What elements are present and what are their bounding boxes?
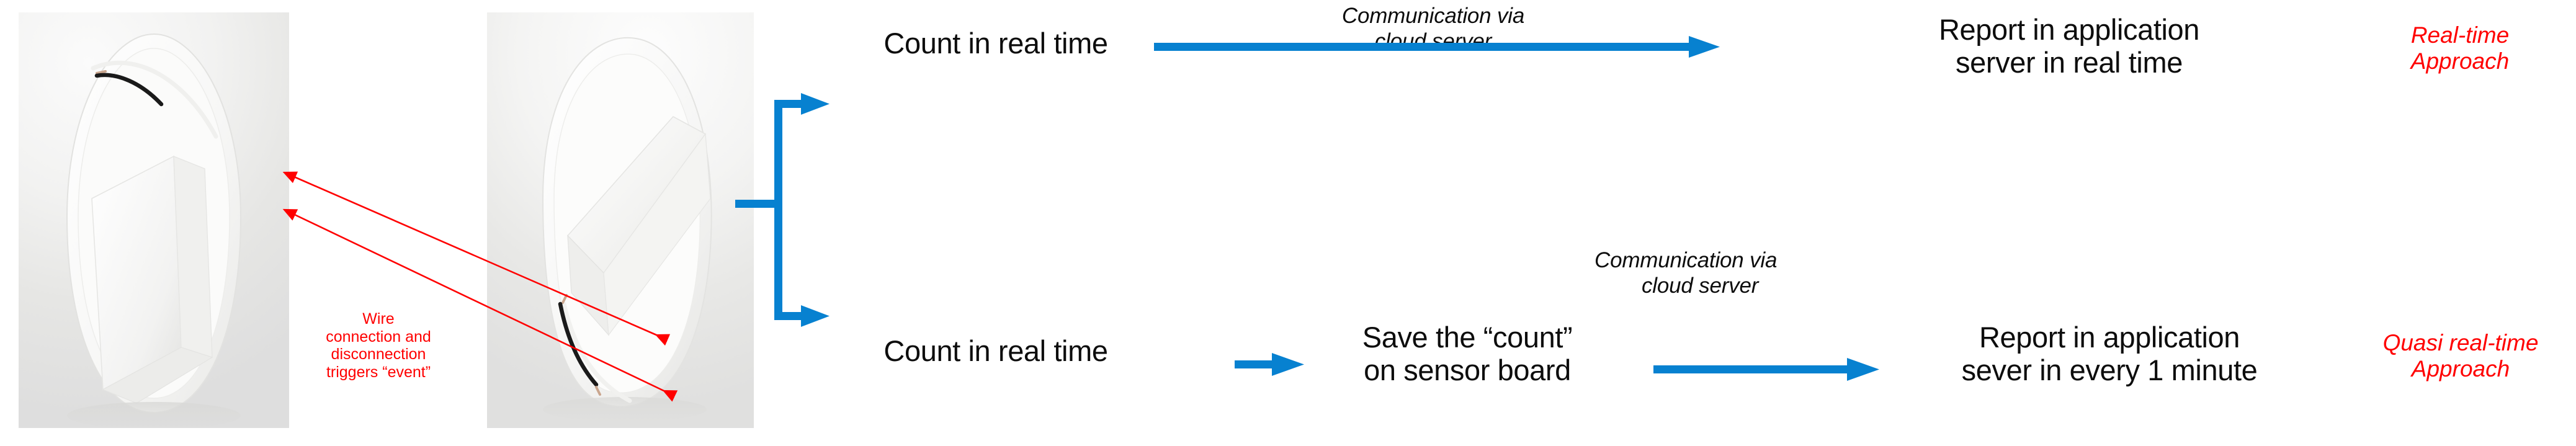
- arrow-head: [1272, 353, 1304, 376]
- count-in-real-time-top-line-1: Count in real time: [883, 27, 1108, 60]
- report-realtime-line-1: Report in application: [1938, 13, 2200, 46]
- short-arrow-to-save: [1235, 353, 1304, 376]
- report-in-application-sever-quasi: Report in application sever in every 1 m…: [1874, 321, 2345, 386]
- save-count-line-2: on sensor board: [1364, 353, 1571, 386]
- cloud-communication-arrow-bottom: [1653, 358, 1879, 381]
- wire-event-note: Wire connection and disconnection trigge…: [282, 310, 475, 381]
- quasi-real-time-approach-line-1: Quasi real-time: [2382, 330, 2539, 355]
- connector-arm-top: [774, 100, 804, 108]
- count-in-real-time-bottom: Count in real time: [859, 334, 1132, 368]
- wire-event-note-line-1: Wire: [362, 310, 395, 328]
- wire-arrow-lower: [282, 208, 678, 402]
- cloud-communication-label-bottom: Communication via cloud server: [1594, 248, 1855, 298]
- save-count-on-sensor-board: Save the “count” on sensor board: [1312, 321, 1622, 386]
- cloud-communication-label-top-line-1: Communication via: [1341, 4, 1525, 28]
- cloud-communication-label-bottom-line-2: cloud server: [1642, 273, 1759, 298]
- quasi-real-time-approach-line-2: Approach: [2411, 356, 2510, 382]
- arrow-shaft: [1653, 365, 1852, 373]
- connector-arm-bottom: [774, 312, 804, 320]
- cloud-communication-arrow-top: [1154, 36, 1720, 58]
- connector-input-stub: [735, 200, 782, 208]
- wire-callout-arrows: [282, 171, 678, 402]
- wire-event-note-line-3: disconnection: [331, 346, 426, 363]
- count-in-real-time-top: Count in real time: [859, 27, 1132, 60]
- sensor-body-illustration: [66, 33, 242, 428]
- arrow-head: [1689, 36, 1720, 58]
- report-realtime-line-2: server in real time: [1956, 45, 2183, 79]
- wire-event-note-line-4: triggers “event”: [326, 363, 431, 381]
- count-in-real-time-bottom-line-1: Count in real time: [883, 334, 1108, 367]
- report-quasi-line-1: Report in application: [1979, 321, 2240, 354]
- report-quasi-line-2: sever in every 1 minute: [1961, 353, 2258, 386]
- real-time-approach-line-2: Approach: [2410, 48, 2510, 74]
- quasi-real-time-approach-label: Quasi real-time Approach: [2345, 330, 2576, 382]
- arrow-head: [1847, 358, 1879, 381]
- wire-event-note-line-2: connection and: [326, 328, 431, 346]
- real-time-approach-label: Real-time Approach: [2351, 22, 2569, 74]
- split-connector: [735, 93, 830, 327]
- sensor-photo-front: [19, 12, 289, 428]
- connector-arrowhead-bottom: [801, 305, 830, 327]
- arrow-shaft: [1235, 360, 1277, 368]
- connector-trunk: [774, 100, 782, 320]
- arrow-shaft: [1154, 43, 1694, 51]
- real-time-approach-line-1: Real-time: [2410, 22, 2510, 48]
- cloud-communication-label-bottom-line-1: Communication via: [1594, 248, 1778, 272]
- save-count-line-1: Save the “count”: [1362, 321, 1573, 354]
- connector-arrowhead-top: [801, 93, 830, 115]
- report-in-application-server-realtime: Report in application server in real tim…: [1840, 13, 2299, 79]
